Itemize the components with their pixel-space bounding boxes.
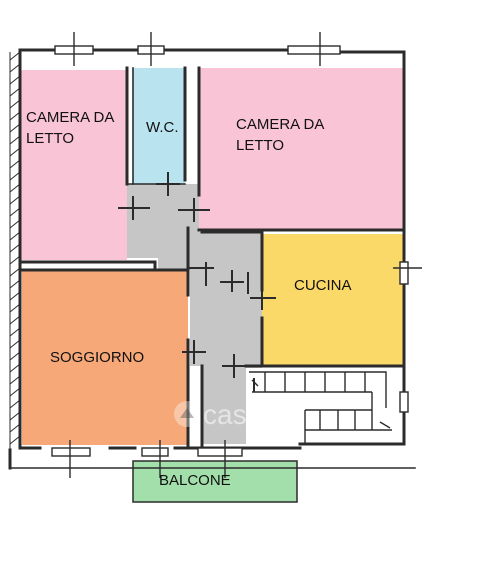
watermark-text: casa.it: [203, 399, 284, 430]
doors: [118, 172, 276, 392]
label-camera-da-letto-2-line2: LETTO: [236, 137, 284, 154]
label-wc: W.C.: [146, 119, 179, 136]
windows: [51, 32, 422, 478]
wall-hatching: [9, 51, 21, 450]
window-right-cucina: [393, 261, 422, 285]
window-top-left: [54, 32, 94, 66]
label-balcone: BALCONE: [159, 472, 231, 489]
room-cucina: [262, 234, 404, 366]
room-camera-da-letto-1: [21, 70, 127, 260]
room-wc: [133, 68, 185, 184]
window-bottom-balcone-1: [141, 440, 169, 478]
room-corridor: [127, 184, 262, 444]
room-camera-da-letto-2: [199, 68, 404, 230]
staircase: [249, 369, 404, 444]
casa-logo-icon: [174, 401, 200, 427]
label-camera-da-letto-1-line1: CAMERA DA: [26, 109, 114, 126]
window-bottom-left: [51, 440, 91, 478]
label-soggiorno: SOGGIORNO: [50, 349, 144, 366]
label-camera-da-letto-2-line1: CAMERA DA: [236, 116, 324, 133]
balcone-outline: [132, 460, 298, 503]
label-cucina: CUCINA: [294, 277, 352, 294]
window-top-right: [287, 32, 341, 66]
window-right-stairs: [399, 391, 409, 413]
label-camera-da-letto-1-line2: LETTO: [26, 130, 74, 147]
window-bottom-balcone-2: [197, 440, 243, 478]
room-soggiorno: [22, 271, 188, 445]
window-top-wc: [137, 32, 165, 66]
